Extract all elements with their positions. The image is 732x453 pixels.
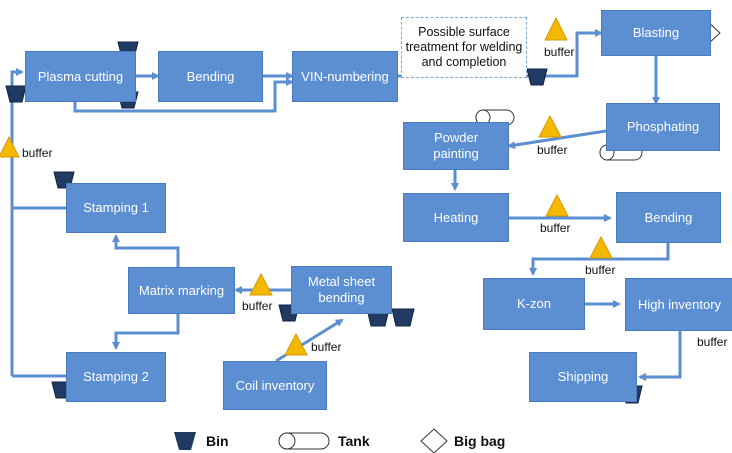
process-powder-painting: Powder painting [403,122,509,170]
process-stamping-1: Stamping 1 [66,183,166,233]
buffer-triangle-icon [0,135,20,158]
process-surface-treatment: Possible surface treatment for welding a… [401,17,527,78]
arrow-highinv-to-shipping [638,331,682,381]
process-shipping: Shipping [529,352,637,402]
legend-tank-label: Tank [338,433,370,449]
process-matrix-marking: Matrix marking [128,267,235,314]
buffer-label: buffer [537,143,568,157]
process-blasting: Blasting [601,10,711,56]
buffer-label: buffer [311,340,342,354]
arrow-bending-to-kzon [529,243,670,276]
arrow-plasma-bypass-to-vin [73,78,294,113]
arrow-matrix-to-stamping1 [112,234,180,267]
legend-tank-icon [278,432,330,450]
process-coil-inventory: Coil inventory [223,361,327,410]
process-vin-numbering: VIN-numbering [292,51,398,102]
buffer-triangle-icon [538,114,562,138]
process-bending-right: Bending [616,192,721,243]
process-metal-sheet-bending: Metal sheet bending [291,266,392,314]
tank-icon [475,109,515,126]
process-high-inventory: High inventory [625,278,732,331]
buffer-label: buffer [585,263,616,277]
buffer-triangle-icon [545,193,569,217]
buffer-label: buffer [22,146,53,160]
legend-bin-icon [174,432,196,450]
buffer-triangle-icon [589,235,613,259]
arrow-phosphating-to-powder [507,129,607,150]
legend-bin-label: Bin [206,433,229,449]
process-k-zon: K-zon [483,278,585,330]
buffer-label: buffer [544,45,575,59]
process-phosphating: Phosphating [606,103,720,151]
process-bending-top: Bending [158,51,263,102]
arrow-surface-to-blasting [527,29,603,78]
arrow-left-feed-to-plasma [10,68,24,376]
bin-icon [526,68,548,86]
bin-icon [5,85,27,103]
buffer-label: buffer [242,299,273,313]
process-heating: Heating [403,193,509,242]
buffer-label: buffer [697,335,728,349]
buffer-triangle-icon [284,332,308,356]
arrow-matrix-to-stamping2 [112,314,180,350]
process-plasma-cutting: Plasma cutting [25,51,136,102]
buffer-triangle-icon [249,272,273,296]
buffer-label: buffer [540,221,571,235]
process-stamping-2: Stamping 2 [66,352,166,402]
legend-symbols [174,428,448,453]
legend-big-bag-label: Big bag [454,433,506,449]
buffer-triangle-icon [544,16,568,41]
bin-icon [391,308,415,327]
legend-big-bag-icon [420,428,448,453]
